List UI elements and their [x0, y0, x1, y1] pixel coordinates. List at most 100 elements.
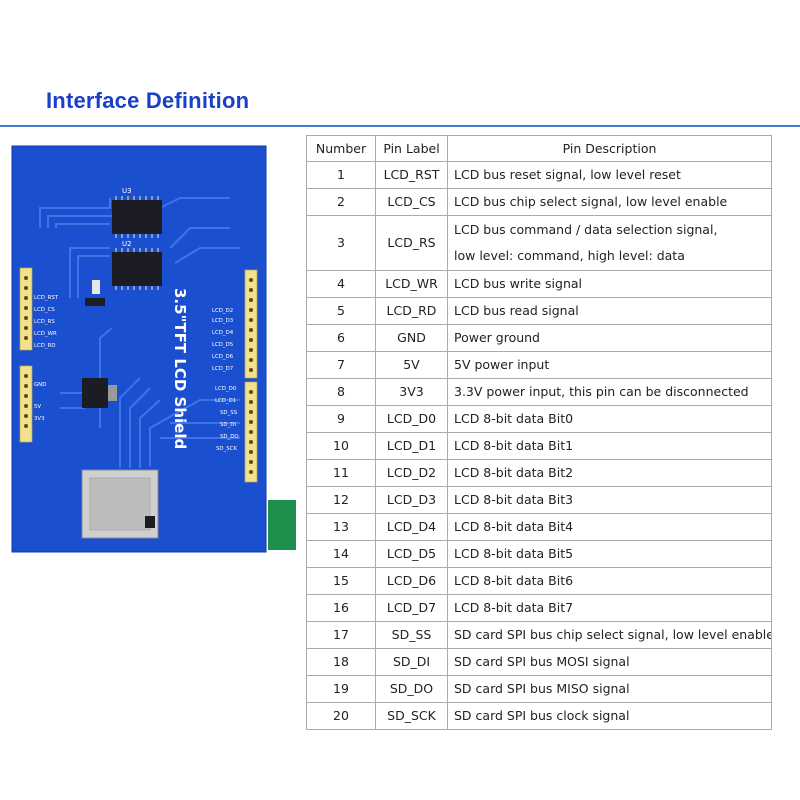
- page-title: Interface Definition: [46, 88, 250, 113]
- pin-description-line: LCD 8-bit data Bit7: [454, 599, 574, 615]
- pin-number-cell: 17: [306, 620, 376, 649]
- flex-cable: [268, 500, 296, 550]
- pin-number-cell: 6: [306, 323, 376, 352]
- pin-description-cell: LCD 8-bit data Bit7: [447, 593, 772, 622]
- pin-description-line: 5V power input: [454, 356, 550, 372]
- right-header-strip: LCD_D2 LCD_D3 LCD_D4 LCD_D5 LCD_D6 LCD_D…: [212, 269, 258, 379]
- pin-description-cell: LCD 8-bit data Bit4: [447, 512, 772, 541]
- pin-description-line: SD card SPI bus MISO signal: [454, 680, 630, 696]
- pin-description-cell: Power ground: [447, 323, 772, 352]
- pin-description-cell: LCD bus chip select signal, low level en…: [447, 187, 772, 216]
- header-label-lcd-rd: LCD_RD: [34, 343, 56, 349]
- pin-description-line: SD card SPI bus clock signal: [454, 707, 630, 723]
- header-label-sd-ss: SD_SS: [220, 410, 238, 416]
- smd-component: [92, 280, 100, 294]
- lcd-shield-board-image: U3 U2: [0, 138, 300, 558]
- pin-description-cell: LCD 8-bit data Bit1: [447, 431, 772, 460]
- pin-label-cell: LCD_WR: [375, 269, 448, 298]
- pin-label-cell: 5V: [375, 350, 448, 379]
- pin-description-cell: SD card SPI bus chip select signal, low …: [447, 620, 772, 649]
- table-header-row: Number Pin Label Pin Description: [306, 135, 772, 162]
- pin-number-cell: 12: [306, 485, 376, 514]
- ic-u2-label: U2: [122, 240, 132, 248]
- title-divider: [0, 125, 800, 127]
- sd-card-slot: [81, 469, 159, 539]
- header-label-lcd-d4: LCD_D4: [212, 330, 234, 336]
- pin-label-cell: LCD_D2: [375, 458, 448, 487]
- pin-number-cell: 4: [306, 269, 376, 298]
- pin-description-cell: SD card SPI bus clock signal: [447, 701, 772, 730]
- pin-number-cell: 14: [306, 539, 376, 568]
- pin-description-cell: 5V power input: [447, 350, 772, 379]
- right-header-strip-2: LCD_D0 LCD_D1 SD_SS SD_DI SD_DO SD_SCK: [215, 381, 258, 483]
- pin-number-cell: 13: [306, 512, 376, 541]
- pin-description-line: LCD bus command / data selection signal,: [454, 221, 718, 237]
- pin-number-cell: 3: [306, 214, 376, 271]
- header-label-lcd-cs: LCD_CS: [34, 307, 55, 313]
- header-label-lcd-d7: LCD_D7: [212, 366, 233, 372]
- pin-description-line: LCD 8-bit data Bit6: [454, 572, 574, 588]
- pin-label-cell: SD_DI: [375, 647, 448, 676]
- pin-number-cell: 19: [306, 674, 376, 703]
- pin-label-cell: LCD_RS: [375, 214, 448, 271]
- pcb-board-drawing: U3 U2: [11, 145, 296, 553]
- pin-label-cell: SD_DO: [375, 674, 448, 703]
- pin-description-cell: LCD bus command / data selection signal,…: [447, 214, 772, 271]
- pin-description-cell: 3.3V power input, this pin can be discon…: [447, 377, 772, 406]
- pin-label-cell: LCD_D1: [375, 431, 448, 460]
- pin-description-line: Power ground: [454, 329, 540, 345]
- ic-u3: U3: [112, 187, 162, 238]
- header-label-sd-sck: SD_SCK: [216, 446, 237, 452]
- left-power-header-strip: GND 5V 3V3: [19, 365, 46, 443]
- pin-description-line: LCD 8-bit data Bit2: [454, 464, 574, 480]
- pin-description-cell: LCD bus reset signal, low level reset: [447, 160, 772, 189]
- pin-label-cell: LCD_RST: [375, 160, 448, 189]
- pin-description-line: LCD 8-bit data Bit0: [454, 410, 574, 426]
- pin-label-cell: SD_SCK: [375, 701, 448, 730]
- pin-description-line: LCD 8-bit data Bit5: [454, 545, 574, 561]
- pin-description-line: LCD bus chip select signal, low level en…: [454, 193, 728, 209]
- pin-number-cell: 8: [306, 377, 376, 406]
- pin-label-cell: LCD_D6: [375, 566, 448, 595]
- pin-number-cell: 2: [306, 187, 376, 216]
- header-label-3v3: 3V3: [34, 416, 45, 422]
- column-header-pin-description: Pin Description: [447, 135, 772, 162]
- header-label-gnd: GND: [34, 382, 46, 388]
- pin-label-cell: LCD_D0: [375, 404, 448, 433]
- pin-number-cell: 9: [306, 404, 376, 433]
- pin-label-cell: SD_SS: [375, 620, 448, 649]
- pin-number-cell: 5: [306, 296, 376, 325]
- pin-description-line: LCD bus reset signal, low level reset: [454, 166, 681, 182]
- pin-number-cell: 1: [306, 160, 376, 189]
- pin-number-cell: 15: [306, 566, 376, 595]
- header-label-sd-do: SD_DO: [220, 434, 239, 440]
- pin-number-cell: 20: [306, 701, 376, 730]
- header-label-lcd-d3: LCD_D3: [212, 318, 233, 324]
- ic-u3-label: U3: [122, 187, 132, 195]
- header-label-lcd-rst: LCD_RST: [34, 295, 59, 301]
- smd-component: [85, 298, 105, 306]
- pin-description-cell: LCD 8-bit data Bit3: [447, 485, 772, 514]
- pin-number-cell: 16: [306, 593, 376, 622]
- pin-description-line: low level: command, high level: data: [454, 247, 685, 263]
- pin-number-cell: 11: [306, 458, 376, 487]
- column-header-pin-label: Pin Label: [375, 135, 448, 162]
- pin-description-line: LCD 8-bit data Bit3: [454, 491, 574, 507]
- header-label-lcd-d2: LCD_D2: [212, 308, 233, 314]
- pin-label-cell: 3V3: [375, 377, 448, 406]
- pcb-traces: [39, 197, 240, 468]
- pin-description-line: SD card SPI bus chip select signal, low …: [454, 626, 772, 642]
